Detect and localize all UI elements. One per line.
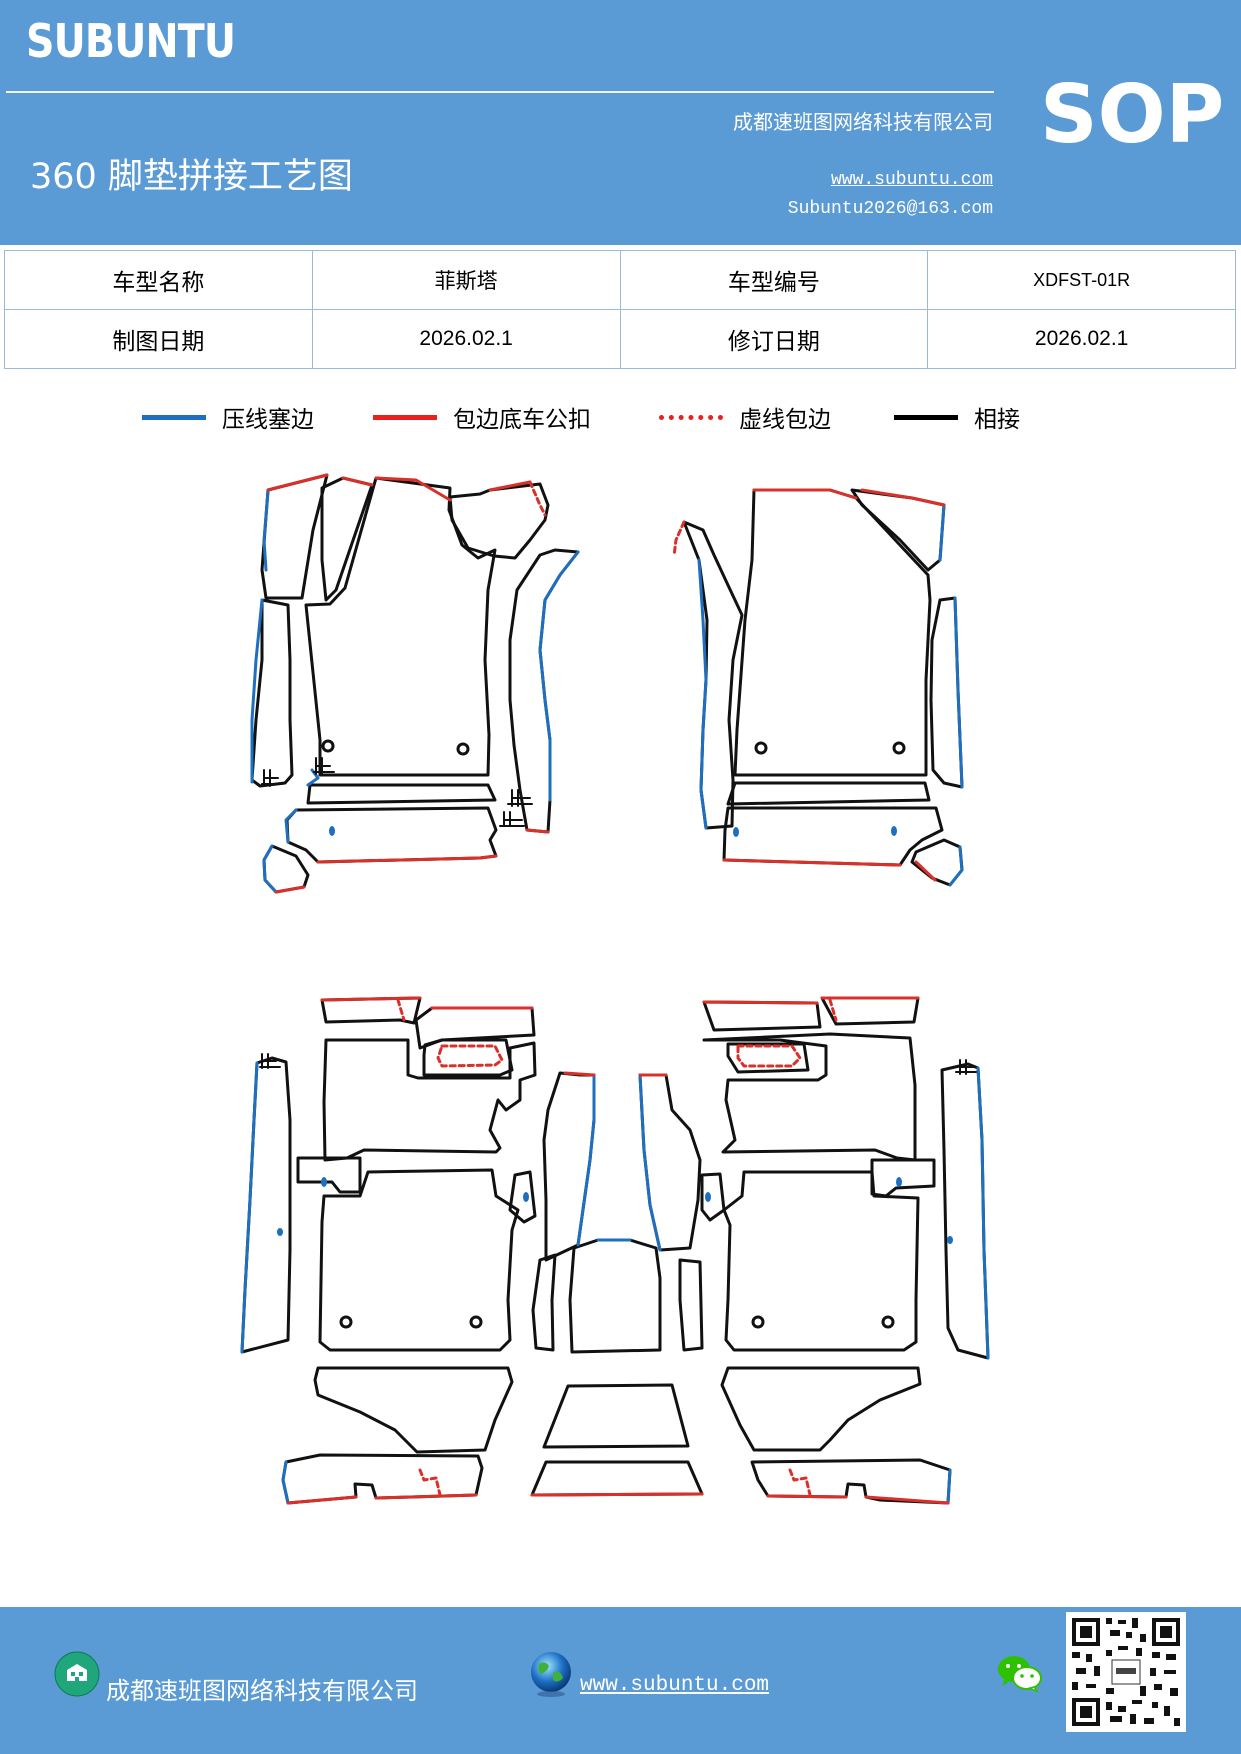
footer-company: 成都速班图网络科技有限公司 xyxy=(106,1677,418,1705)
rl-center-strip-2 xyxy=(531,1253,557,1352)
legend-label: 虚线包边 xyxy=(739,407,831,433)
rr-main-mat xyxy=(722,1170,920,1352)
rr-cushion-top xyxy=(702,1032,917,1162)
rl-main-mat xyxy=(318,1168,520,1352)
legend-label: 压线塞边 xyxy=(222,407,314,433)
rl-small-left-block xyxy=(296,1156,362,1194)
legend-swatch-black xyxy=(894,414,958,420)
fl-front-left-strip xyxy=(260,473,329,600)
legend-swatch-blue xyxy=(142,414,206,420)
model-name-label: 车型名称 xyxy=(4,250,313,310)
rr-small-right-block xyxy=(870,1158,936,1198)
table-row: 制图日期 2026.02.1 修订日期 2026.02.1 xyxy=(4,309,1236,369)
rl-right-small xyxy=(508,1170,537,1224)
fr-left-strip xyxy=(682,520,744,830)
legend-label: 相接 xyxy=(974,407,1020,433)
rr-bottom-bar xyxy=(750,1458,952,1505)
legend-item: 压线塞边 xyxy=(142,400,314,434)
wechat-icon[interactable] xyxy=(996,1652,1044,1700)
fl-bottom-bar xyxy=(306,783,497,805)
revise-date-value: 2026.02.1 xyxy=(927,309,1236,369)
rl-center-strip xyxy=(542,1071,596,1262)
model-code-label: 车型编号 xyxy=(619,250,929,310)
globe-icon xyxy=(527,1650,575,1702)
footer-website-link[interactable]: www.subuntu.com xyxy=(580,1674,770,1697)
page-header xyxy=(0,0,1241,245)
legend: 压线塞边 包边底车公扣 虚线包边 相接 xyxy=(0,400,1241,440)
header-company: 成都速班图网络科技有限公司 xyxy=(733,110,993,134)
rl-cushion-recess xyxy=(422,1038,514,1077)
building-icon xyxy=(54,1651,100,1701)
rr-cushion-recess xyxy=(726,1042,810,1074)
header-divider xyxy=(6,91,994,93)
fr-bottom-bar xyxy=(726,781,931,806)
joint-mark xyxy=(259,1053,281,1069)
rr-center-strip xyxy=(638,1073,702,1252)
joint-mark xyxy=(313,757,335,775)
info-table: 车型名称 菲斯塔 车型编号 XDFST-01R 制图日期 2026.02.1 修… xyxy=(4,250,1236,369)
legend-label: 包边底车公扣 xyxy=(453,407,591,433)
header-email: Subuntu2026@163.com xyxy=(787,199,993,219)
joint-mark xyxy=(261,769,283,787)
fl-top-right-piece xyxy=(448,482,550,560)
legend-swatch-red-dotted xyxy=(659,414,723,420)
header-website-link[interactable]: www.subuntu.com xyxy=(830,170,993,190)
rr-left-small xyxy=(700,1172,726,1222)
fl-heel-pad xyxy=(285,806,498,864)
joint-mark xyxy=(955,1059,977,1075)
model-code-value: XDFST-01R xyxy=(927,250,1236,310)
model-name-value: 菲斯塔 xyxy=(311,250,621,310)
sop-badge: SOP xyxy=(1040,68,1225,161)
page-title: 360 脚垫拼接工艺图 xyxy=(30,157,353,197)
rc-center-tunnel xyxy=(568,1238,662,1354)
legend-item: 包边底车公扣 xyxy=(373,400,591,434)
joint-mark xyxy=(507,789,533,807)
rr-center-strip-2 xyxy=(678,1258,704,1352)
qr-code[interactable] xyxy=(1066,1612,1186,1736)
rc-trapezoid xyxy=(542,1383,690,1449)
brand-logo: SUBUNTU xyxy=(26,14,236,68)
fl-left-strip xyxy=(250,598,294,788)
fr-heel-pad xyxy=(722,806,944,867)
table-row: 车型名称 菲斯塔 车型编号 XDFST-01R xyxy=(4,250,1236,310)
draw-date-label: 制图日期 xyxy=(4,309,313,369)
fl-main-mat xyxy=(304,476,497,777)
rr-top-bar xyxy=(702,1000,822,1032)
draw-date-value: 2026.02.1 xyxy=(311,309,621,369)
rl-lower-block xyxy=(313,1366,514,1454)
fr-main-mat xyxy=(733,488,932,777)
revise-date-label: 修订日期 xyxy=(619,309,929,369)
joint-mark xyxy=(499,811,525,827)
floor-mat-diagram xyxy=(240,473,990,1505)
rc-bottom-bar xyxy=(530,1460,704,1497)
rr-lower-block xyxy=(720,1366,922,1452)
legend-item: 虚线包边 xyxy=(659,400,831,434)
rl-cushion-top xyxy=(322,1038,537,1162)
legend-swatch-red xyxy=(373,414,437,420)
legend-item: 相接 xyxy=(894,400,1020,434)
